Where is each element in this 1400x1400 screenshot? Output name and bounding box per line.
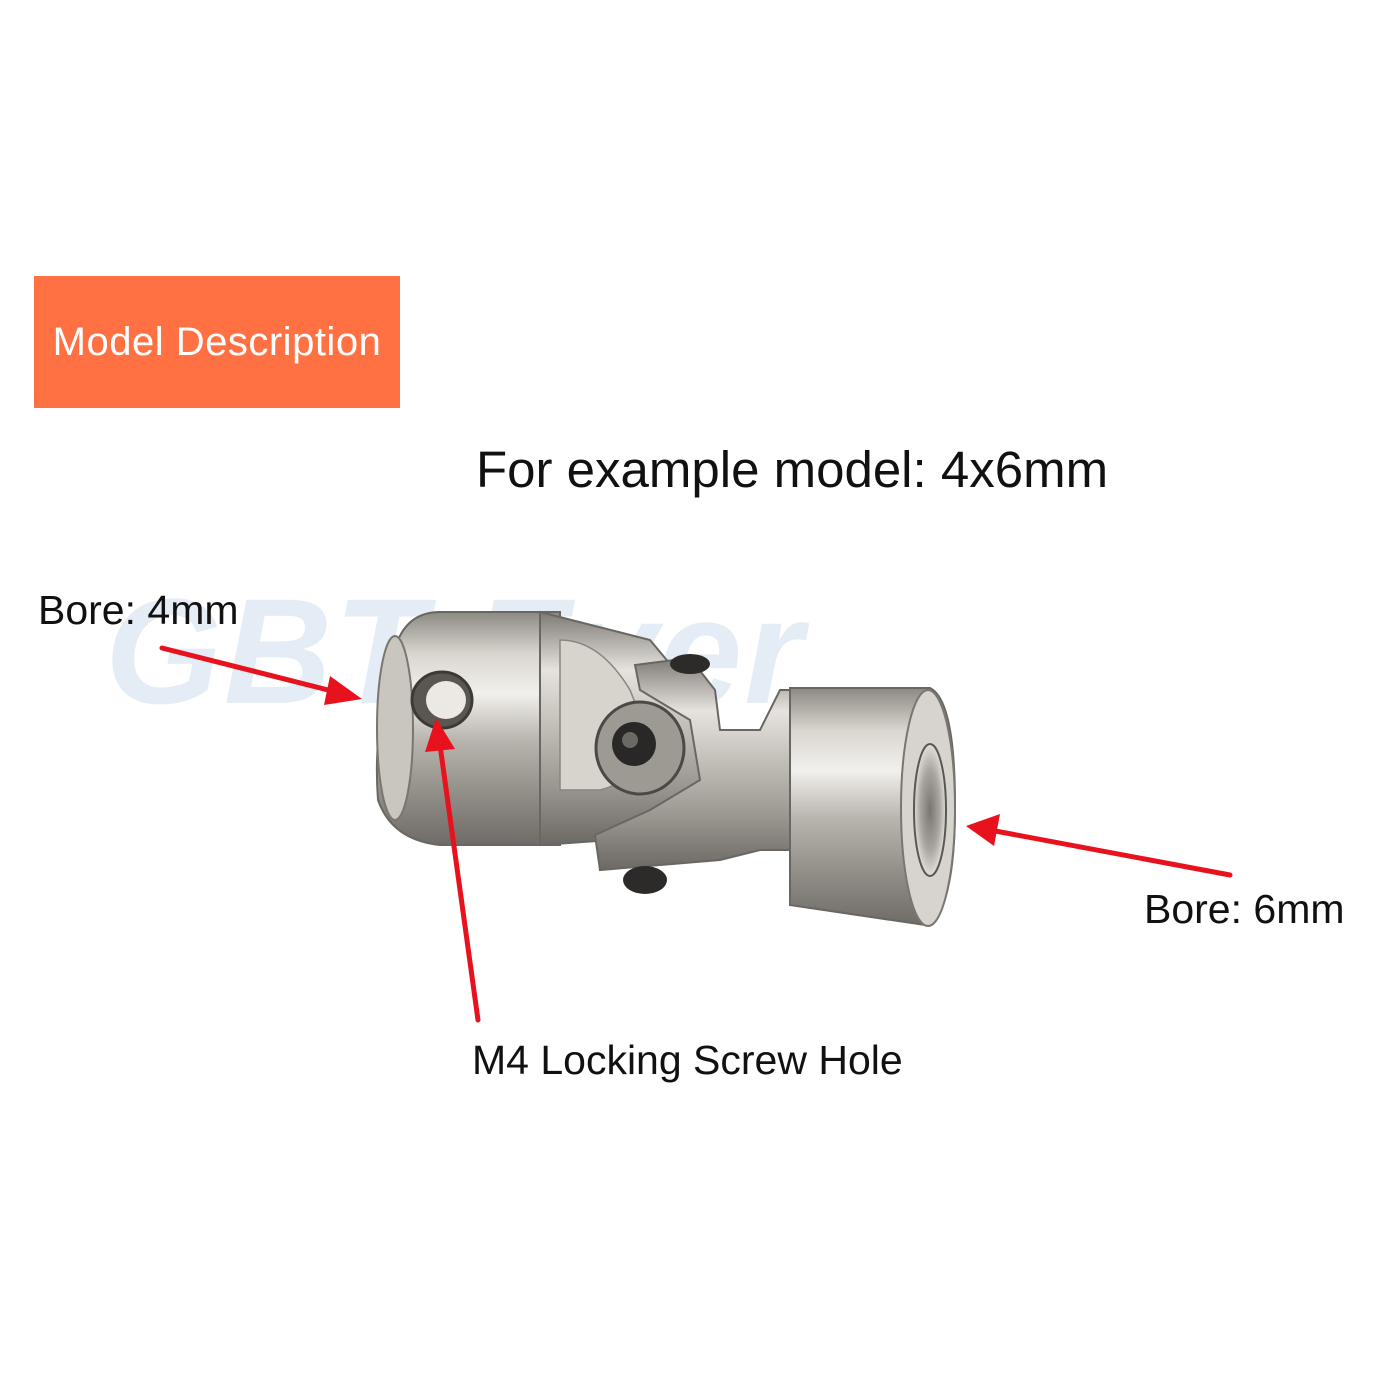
banner-label: Model Description xyxy=(52,319,382,364)
arrow-right-bore xyxy=(966,814,1233,878)
right-hub xyxy=(789,687,957,927)
screw-hole-label: M4 Locking Screw Hole xyxy=(472,1037,903,1083)
model-description-banner: Model Description xyxy=(34,276,400,408)
locking-screw-hole xyxy=(410,670,474,730)
right-fork xyxy=(593,654,811,894)
arrow-left-bore xyxy=(159,645,362,705)
cross-pin xyxy=(594,700,686,796)
example-model-heading: For example model: 4x6mm xyxy=(476,441,1109,498)
arrow-screw-hole xyxy=(425,718,481,1023)
right-bore-label: Bore: 6mm xyxy=(1144,886,1345,932)
left-hub xyxy=(375,611,561,846)
left-bore-label: Bore: 4mm xyxy=(38,587,239,633)
